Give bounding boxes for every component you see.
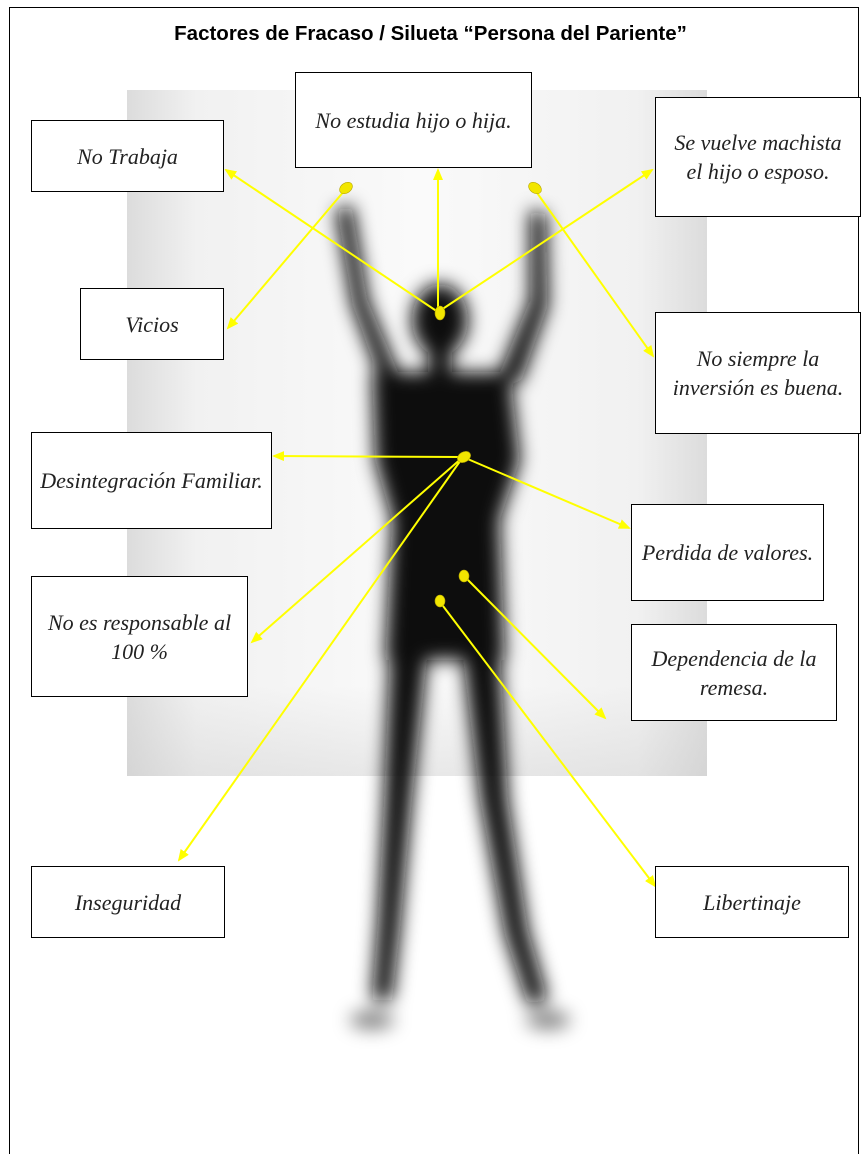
person-silhouette bbox=[336, 205, 570, 1029]
label-dependencia: Dependencia de la remesa. bbox=[631, 624, 837, 721]
arrow-desintegracion bbox=[272, 451, 464, 462]
arrow-perdida bbox=[462, 456, 631, 529]
dot-chest bbox=[457, 451, 471, 463]
dot-head bbox=[434, 305, 446, 321]
label-text: Inseguridad bbox=[74, 889, 182, 915]
label-perdida: Perdida de valores. bbox=[631, 504, 824, 601]
label-machista: Se vuelve machista el hijo o esposo. bbox=[655, 97, 861, 217]
label-text: No estudia hijo o hija. bbox=[315, 107, 512, 133]
label-vicios: Vicios bbox=[80, 288, 224, 360]
label-inseguridad: Inseguridad bbox=[31, 866, 225, 938]
label-text: Vicios bbox=[125, 311, 179, 337]
diagram-title: Factores de Fracaso / Silueta “Persona d… bbox=[174, 22, 687, 45]
label-inversion: No siempre la inversión es buena. bbox=[655, 312, 861, 434]
dot-hip-right bbox=[458, 569, 470, 583]
dot-right-hand bbox=[528, 181, 542, 195]
label-text: Libertinaje bbox=[703, 889, 801, 915]
label-no-trabaja: No Trabaja bbox=[31, 120, 224, 192]
label-text: Perdida de valores. bbox=[641, 540, 814, 565]
arrow-libertinaje bbox=[439, 601, 657, 888]
label-libertinaje: Libertinaje bbox=[655, 866, 849, 938]
label-text: No siempre la inversión es buena. bbox=[672, 346, 844, 400]
dot-left-hand bbox=[339, 181, 353, 195]
arrow-no-trabaja bbox=[224, 168, 439, 313]
arrow-no-responsable bbox=[250, 456, 464, 644]
label-text: Dependencia de la remesa. bbox=[651, 645, 817, 700]
label-desintegracion: Desintegración Familiar. bbox=[31, 432, 272, 529]
arrow-inseguridad bbox=[177, 456, 464, 862]
label-text: Desintegración Familiar. bbox=[40, 468, 263, 493]
arrow-machista bbox=[437, 168, 654, 313]
arrow-vicios bbox=[226, 189, 346, 330]
dot-hip-left bbox=[434, 594, 446, 608]
arrow-inversion bbox=[534, 189, 655, 358]
label-no-estudia: No estudia hijo o hija. bbox=[295, 72, 532, 168]
label-no-responsable: No es responsable al 100 % bbox=[31, 576, 248, 697]
arrow-dependencia bbox=[463, 575, 607, 720]
label-text: No Trabaja bbox=[77, 143, 178, 169]
anchor-dots bbox=[339, 181, 542, 608]
label-text: Se vuelve machista el hijo o esposo. bbox=[674, 130, 842, 184]
label-text: No es responsable al 100 % bbox=[47, 609, 232, 664]
arrows bbox=[177, 168, 657, 888]
